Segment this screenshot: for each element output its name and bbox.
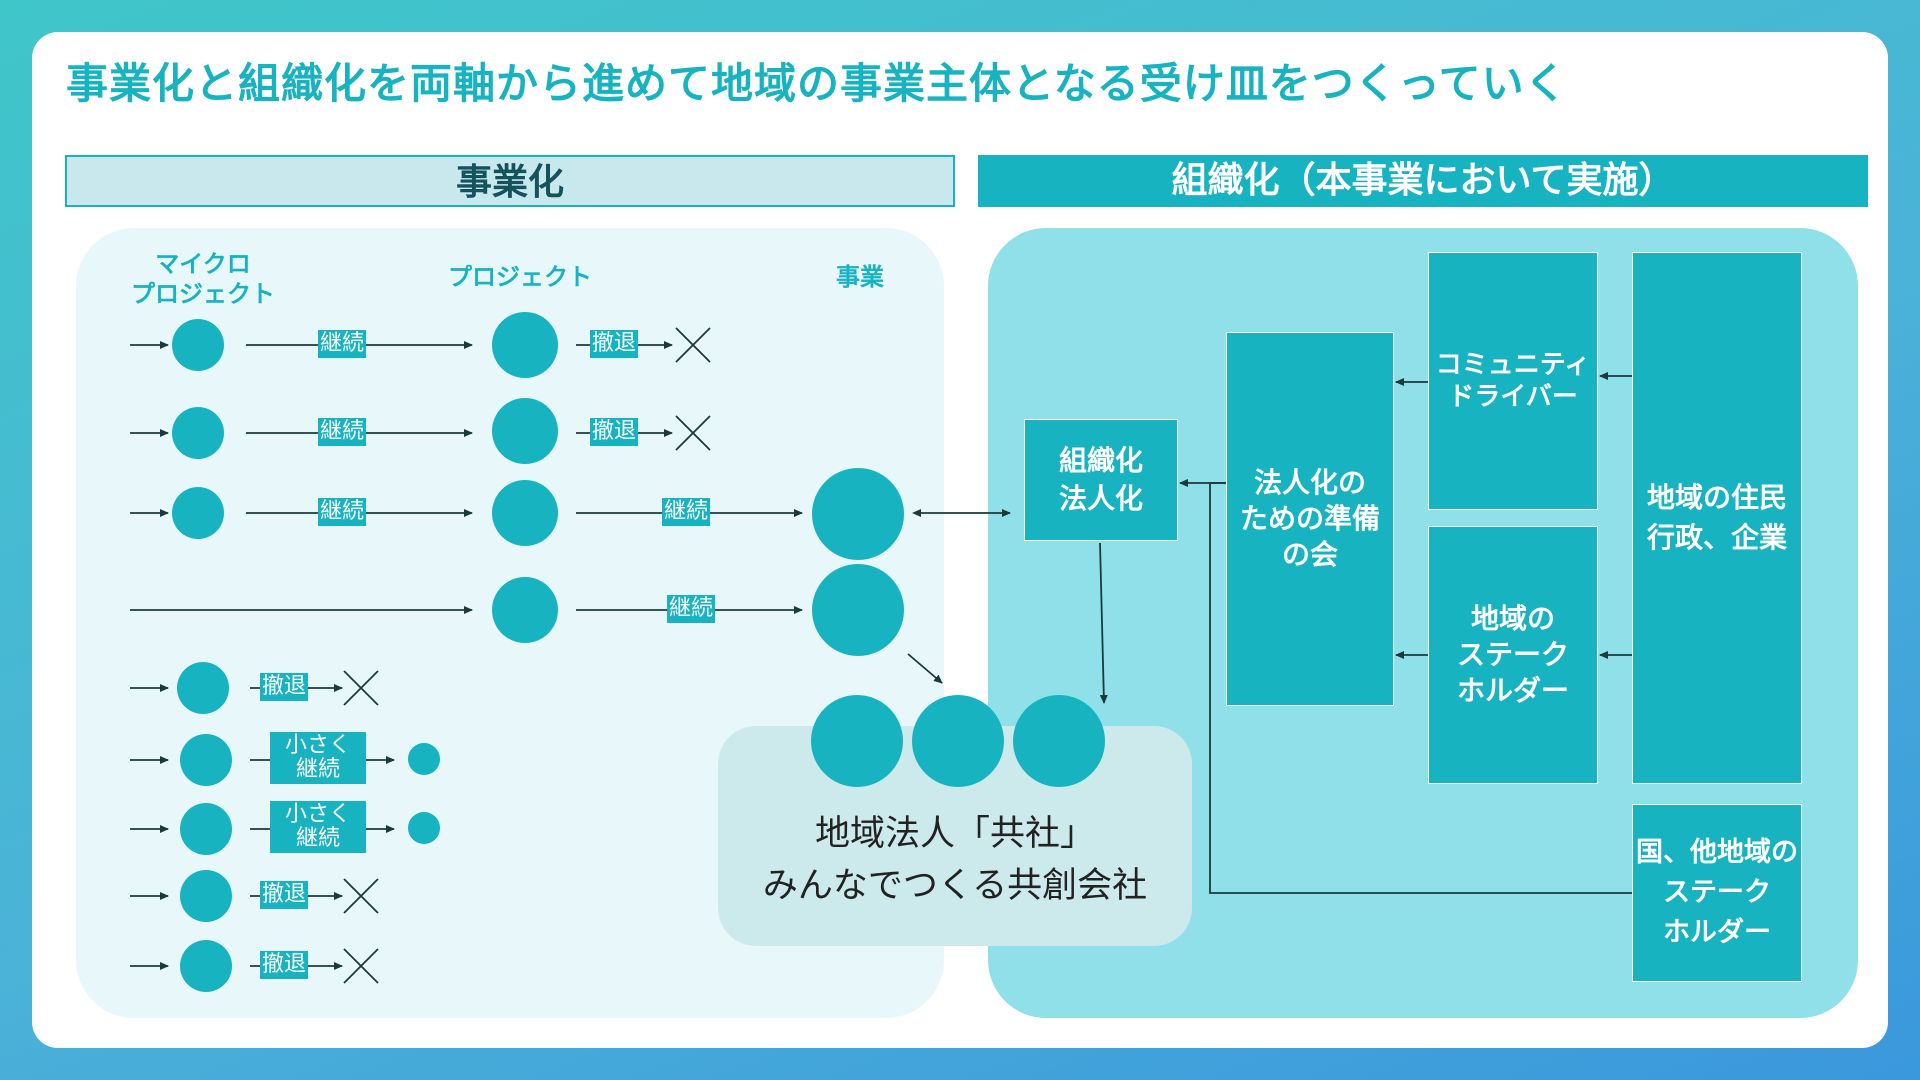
withdraw-tag: 撤退 xyxy=(260,881,309,909)
micro-project-node xyxy=(180,870,232,922)
slide-title: 事業化と組織化を両軸から進めて地域の事業主体となる受け皿をつくっていく xyxy=(66,59,1568,108)
withdraw-tag: 撤退 xyxy=(260,673,309,701)
withdraw-tag: 撤退 xyxy=(260,951,309,979)
residents-box: 地域の住民 行政、企業 xyxy=(1632,252,1802,784)
project-node xyxy=(492,480,558,546)
column-label-business: 事業 xyxy=(836,263,884,291)
withdraw-tag: 撤退 xyxy=(590,418,639,446)
micro-project-node xyxy=(172,487,224,539)
company-business-node xyxy=(1013,695,1105,787)
micro-project-node xyxy=(180,940,232,992)
small-continue-tag: 小さく 継続 xyxy=(270,801,366,853)
business-node xyxy=(812,468,904,560)
micro-project-node xyxy=(180,803,232,855)
micro-project-node xyxy=(180,734,232,786)
continue-tag: 継続 xyxy=(318,418,367,446)
incorporation-box: 組織化 法人化 xyxy=(1024,419,1178,541)
micro-project-node xyxy=(177,662,229,714)
continue-tag: 継続 xyxy=(318,330,367,358)
national-stakeholder-box: 国、他地域の ステーク ホルダー xyxy=(1632,804,1802,982)
micro-project-node xyxy=(172,319,224,371)
withdraw-tag: 撤退 xyxy=(590,330,639,358)
incorporation-prep-box: 法人化の ための準備 の会 xyxy=(1226,332,1394,706)
section-header-organization: 組織化（本事業において実施） xyxy=(978,155,1868,207)
local-stakeholder-box: 地域の ステーク ホルダー xyxy=(1428,526,1598,784)
business-node xyxy=(812,564,904,656)
micro-project-node xyxy=(172,407,224,459)
company-business-node xyxy=(912,695,1004,787)
company-business-node xyxy=(811,695,903,787)
continue-tag: 継続 xyxy=(318,498,367,526)
project-node xyxy=(492,398,558,464)
regional-company-label: 地域法人「共社」 みんなでつくる共創会社 xyxy=(762,814,1148,906)
project-node xyxy=(492,312,558,378)
community-driver-box: コミュニティ ドライバー xyxy=(1428,252,1598,510)
small-continue-node xyxy=(408,812,440,844)
continue-tag: 継続 xyxy=(667,595,716,623)
column-label-project: プロジェクト xyxy=(448,263,592,291)
column-label-micro-project: マイクロ プロジェクト xyxy=(131,250,275,308)
small-continue-node xyxy=(408,743,440,775)
section-header-business: 事業化 xyxy=(65,155,955,207)
small-continue-tag: 小さく 継続 xyxy=(270,732,366,784)
continue-tag: 継続 xyxy=(662,498,711,526)
project-node xyxy=(492,577,558,643)
